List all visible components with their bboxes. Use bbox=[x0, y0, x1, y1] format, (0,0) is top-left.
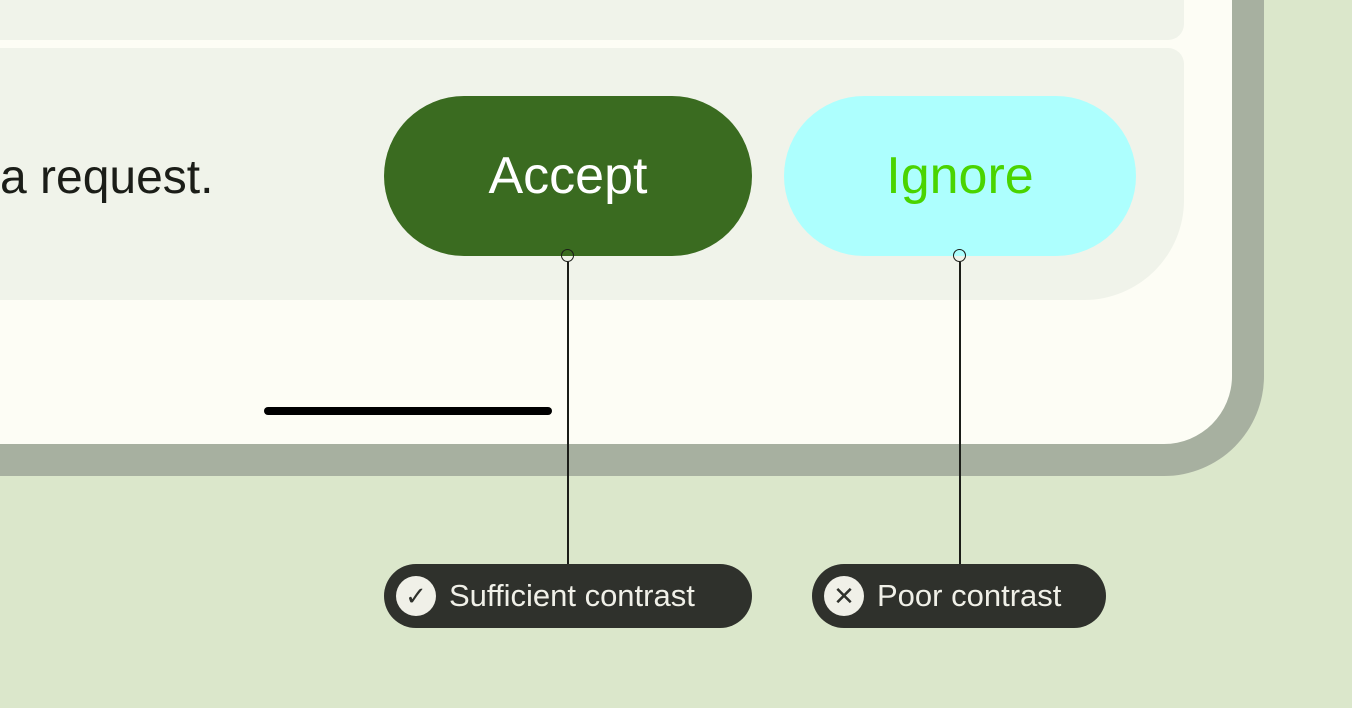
ignore-button[interactable]: Ignore bbox=[784, 96, 1136, 256]
check-icon: ✓ bbox=[396, 576, 436, 616]
sufficient-contrast-label: ✓ Sufficient contrast bbox=[384, 564, 752, 628]
home-indicator bbox=[264, 407, 552, 415]
card-top bbox=[0, 0, 1184, 40]
callout-line bbox=[567, 262, 569, 564]
callout-dot bbox=[561, 249, 574, 262]
callout-line bbox=[959, 262, 961, 564]
request-message: a request. bbox=[0, 151, 214, 204]
callout-dot bbox=[953, 249, 966, 262]
accept-button[interactable]: Accept bbox=[384, 96, 752, 256]
x-icon: ✕ bbox=[824, 576, 864, 616]
poor-contrast-label: ✕ Poor contrast bbox=[812, 564, 1106, 628]
